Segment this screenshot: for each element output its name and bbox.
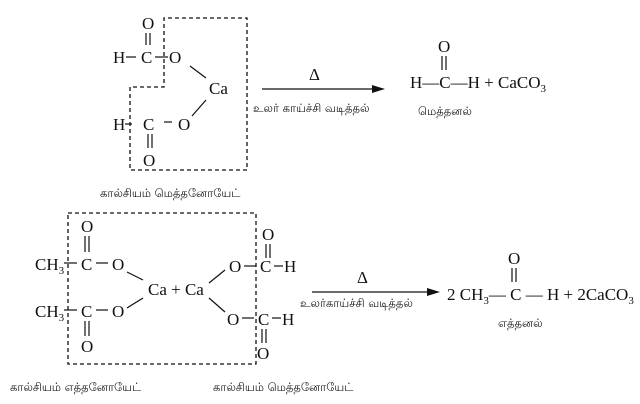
product-name: எத்தனல் bbox=[498, 316, 543, 330]
atom-o: O bbox=[262, 225, 274, 244]
atom-c: C bbox=[81, 255, 92, 274]
product-name: மெத்தனல் bbox=[418, 104, 472, 118]
calcium-methanoate-structure: O H C O Ca H C O O bbox=[113, 14, 248, 171]
atom-o: O bbox=[178, 115, 190, 134]
condition-label: உலர்காய்ச்சி வடித்தல் bbox=[300, 296, 413, 310]
reactant2-name: கால்சியம் மெத்தனோயேட் bbox=[213, 380, 354, 394]
reactant-name: கால்சியம் மெத்தனோயேட் bbox=[100, 186, 241, 200]
atom-c: C bbox=[260, 257, 271, 276]
ch3-group: CH3 bbox=[35, 255, 65, 277]
arrow-head-icon bbox=[427, 288, 440, 296]
atom-o: O bbox=[227, 310, 239, 329]
atom-h: H bbox=[284, 257, 296, 276]
arrow-head-icon bbox=[372, 85, 385, 93]
atom-o: O bbox=[81, 337, 93, 356]
atom-o: O bbox=[81, 217, 93, 236]
atom-h: H bbox=[282, 310, 294, 329]
product-formula: 2 CH3— C — H + 2CaCO3 bbox=[447, 285, 634, 307]
reactant1-name: கால்சியம் எத்தனோயேட் bbox=[10, 380, 142, 394]
calcium-ethanoate-methanoate-structure: O CH3 C O Ca + Ca CH3 C O O O O C H O C … bbox=[35, 217, 296, 363]
ca-plus-ca: Ca + Ca bbox=[148, 280, 204, 299]
ch3-group: CH3 bbox=[35, 302, 65, 324]
condition-label: உலர் காய்ச்சி வடித்தல் bbox=[253, 101, 370, 115]
atom-o: O bbox=[508, 249, 520, 268]
atom-ca: Ca bbox=[209, 79, 228, 98]
atom-c: C bbox=[258, 310, 269, 329]
heat-symbol: Δ bbox=[357, 268, 368, 287]
dashed-box bbox=[129, 17, 248, 171]
atom-h: H bbox=[113, 48, 125, 67]
ethanal-product: O 2 CH3— C — H + 2CaCO3 bbox=[447, 249, 634, 307]
atom-o: O bbox=[229, 257, 241, 276]
atom-o: O bbox=[142, 14, 154, 33]
atom-o: O bbox=[143, 151, 155, 170]
atom-h: H bbox=[113, 115, 125, 134]
atom-c: C bbox=[81, 302, 92, 321]
atom-o: O bbox=[438, 37, 450, 56]
product-formula: H—C—H + CaCO3 bbox=[410, 73, 546, 95]
methanal-product: O H—C—H + CaCO3 bbox=[410, 37, 546, 95]
atom-c: C bbox=[141, 48, 152, 67]
atom-o: O bbox=[112, 255, 124, 274]
atom-o: O bbox=[112, 302, 124, 321]
dashed-box bbox=[67, 212, 257, 365]
atom-o: O bbox=[169, 48, 181, 67]
atom-o: O bbox=[257, 344, 269, 363]
heat-symbol: Δ bbox=[309, 65, 320, 84]
atom-c: C bbox=[143, 115, 154, 134]
